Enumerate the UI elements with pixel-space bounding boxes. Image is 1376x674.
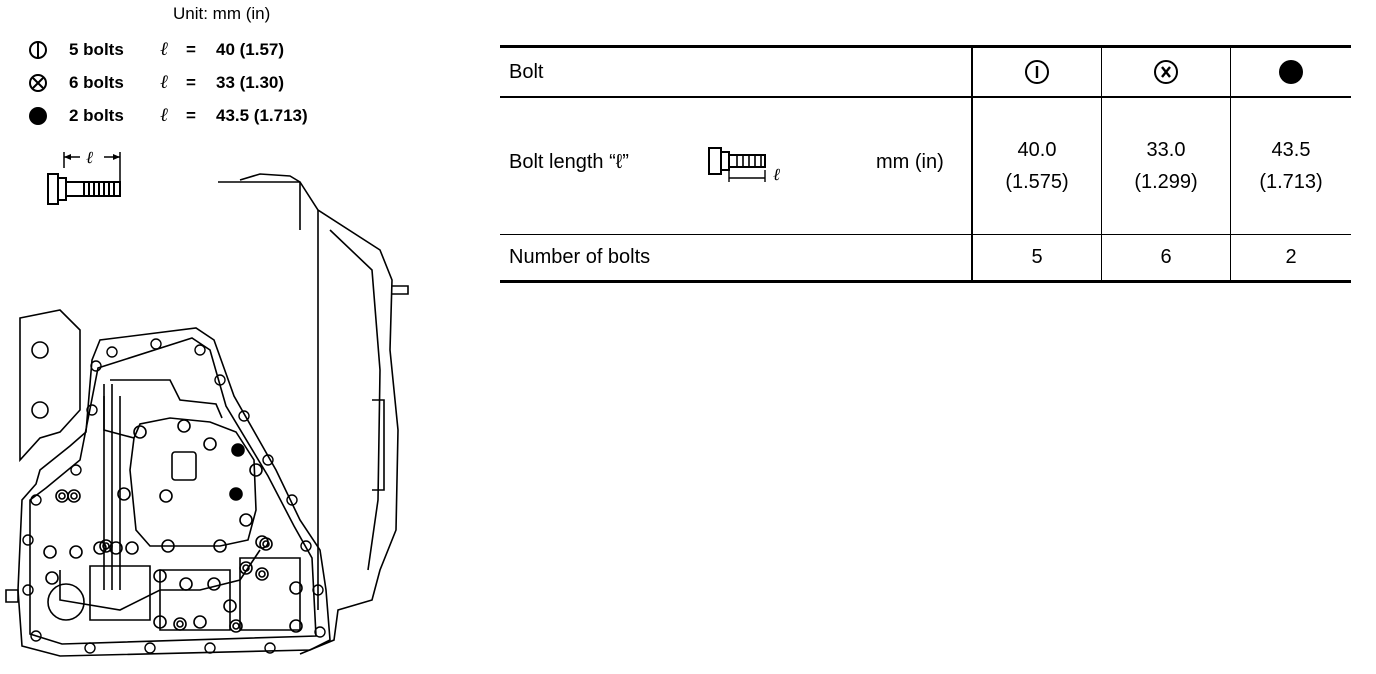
legend-length-symbol: ℓ	[160, 104, 168, 126]
bolt-spec-table: Bolt Bolt length “ℓ”	[500, 45, 1351, 283]
symbol-cell-3	[1230, 45, 1351, 98]
length-sketch-label: ℓ	[773, 165, 780, 185]
table-length-row: Bolt length “ℓ” ℓ mm (in)	[500, 97, 1351, 235]
legend-value: 43.5 (1.713)	[216, 106, 308, 125]
number-value: 5	[1031, 246, 1043, 268]
length-in: (1.713)	[1259, 171, 1323, 193]
circle-x-icon	[29, 74, 47, 92]
number-cell-1: 5	[972, 234, 1102, 283]
length-mm: 43.5	[1271, 139, 1311, 161]
length-cell-1: 40.0 (1.575)	[972, 97, 1102, 235]
number-cell-3: 2	[1230, 234, 1351, 283]
bolt-length-icon: ℓ	[708, 147, 780, 185]
number-label: Number of bolts	[509, 246, 651, 268]
legend-value: 33 (1.30)	[216, 73, 285, 92]
legend-row-5-bolts: 5 bolts ℓ = 40 (1.57)	[28, 38, 358, 71]
bolt-header-label: Bolt	[509, 60, 544, 83]
legend-equals: =	[186, 73, 196, 92]
length-label: Bolt length “ℓ”	[509, 151, 629, 173]
length-mm: 40.0	[1017, 139, 1057, 161]
table-header-row: Bolt	[500, 45, 1351, 98]
legend-equals: =	[186, 106, 196, 125]
length-in: (1.299)	[1134, 171, 1198, 193]
symbol-cell-1	[972, 45, 1102, 98]
number-value: 6	[1160, 246, 1172, 268]
bolt-header-cell: Bolt	[500, 45, 973, 98]
filled-circle-icon	[29, 107, 47, 125]
bolt-legend: 5 bolts ℓ = 40 (1.57) 6 bolts ℓ = 33 (1.…	[28, 38, 358, 137]
number-label-cell: Number of bolts	[500, 234, 973, 283]
legend-equals: =	[186, 40, 196, 59]
circle-i-icon	[1025, 60, 1049, 84]
length-cell-2: 33.0 (1.299)	[1101, 97, 1231, 235]
length-in: (1.575)	[1005, 171, 1069, 193]
legend-row-2-bolts: 2 bolts ℓ = 43.5 (1.713)	[28, 104, 358, 137]
unit-label: Unit: mm (in)	[173, 4, 271, 23]
legend-row-6-bolts: 6 bolts ℓ = 33 (1.30)	[28, 71, 358, 104]
length-unit: mm (in)	[876, 151, 944, 173]
transaxle-valve-body-drawing	[5, 173, 409, 657]
legend-count: 6 bolts	[69, 73, 124, 92]
circle-x-icon	[1154, 60, 1178, 84]
legend-value: 40 (1.57)	[216, 40, 285, 59]
number-cell-2: 6	[1101, 234, 1231, 283]
length-label-cell: Bolt length “ℓ” ℓ mm (in)	[500, 97, 973, 235]
legend-count: 2 bolts	[69, 106, 124, 125]
number-value: 2	[1285, 246, 1297, 268]
symbol-cell-2	[1101, 45, 1231, 98]
legend-count: 5 bolts	[69, 40, 124, 59]
length-mm: 33.0	[1146, 139, 1186, 161]
length-cell-3: 43.5 (1.713)	[1230, 97, 1351, 235]
filled-circle-icon	[1279, 60, 1303, 84]
bolt-length-sketch: ℓ	[47, 148, 121, 205]
legend-length-symbol: ℓ	[160, 71, 168, 93]
sketch-length-label: ℓ	[86, 148, 93, 168]
legend-length-symbol: ℓ	[160, 38, 168, 60]
circle-bar-icon	[29, 41, 47, 59]
table-number-row: Number of bolts 5 6 2	[500, 234, 1351, 283]
